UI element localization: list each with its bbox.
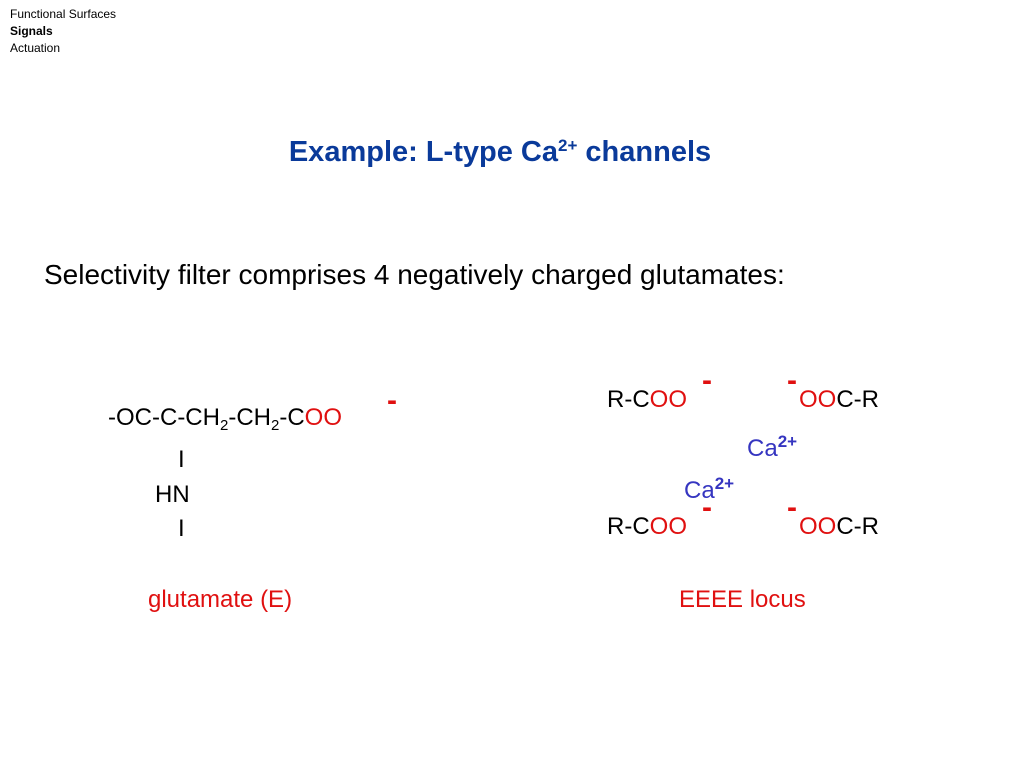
locus-label: EEEE locus — [679, 586, 806, 613]
glutamate-chain-end: -C — [279, 404, 305, 431]
locus-top-left-charge: - — [702, 364, 712, 397]
locus-top-right-suffix: C-R — [836, 386, 879, 413]
nav-item-actuation[interactable]: Actuation — [10, 41, 61, 55]
nav-item-signals[interactable]: Signals — [10, 24, 53, 38]
title-main: Example: L-type Ca — [288, 136, 558, 168]
locus-top-left-prefix: R-C — [607, 386, 650, 413]
glutamate-bond-top: I — [178, 446, 185, 473]
slide-title: Example: L-type Ca2+ channels — [0, 136, 1000, 169]
glutamate-sub1: 2 — [219, 417, 229, 434]
locus-ion2-symbol: Ca — [684, 477, 715, 504]
locus-calcium-ion-2: Ca2+ — [684, 470, 734, 505]
locus-bottom-left-oxygens: OO — [649, 513, 687, 540]
locus-top-right-oxygens: OO — [799, 386, 837, 413]
locus-calcium-ion-1: Ca2+ — [747, 428, 797, 463]
glutamate-chain: -OC-C-CH2-CH2-COO — [108, 404, 342, 440]
locus-top-right: OOC-R — [799, 386, 879, 414]
glutamate-chain-mid: -CH — [228, 404, 271, 431]
glutamate-amine: HN — [155, 481, 190, 508]
locus-bottom-right-suffix: C-R — [836, 513, 879, 540]
locus-ion2-charge: 2+ — [714, 474, 735, 493]
glutamate-bond-bottom: I — [178, 515, 185, 542]
title-rest: channels — [577, 136, 712, 168]
glutamate-charge: - — [387, 384, 397, 417]
glutamate-oxygens: OO — [304, 404, 342, 431]
glutamate-label: glutamate (E) — [148, 586, 293, 613]
locus-top-right-charge: - — [787, 364, 797, 397]
locus-bottom-right-charge: - — [787, 491, 797, 524]
locus-bottom-right-oxygens: OO — [799, 513, 837, 540]
locus-ion1-charge: 2+ — [777, 432, 798, 451]
locus-bottom-left-charge: - — [702, 491, 712, 524]
slide-subtitle: Selectivity filter comprises 4 negativel… — [44, 259, 785, 290]
locus-bottom-left-prefix: R-C — [607, 513, 650, 540]
locus-bottom-right: OOC-R — [799, 513, 879, 541]
locus-top-left-oxygens: OO — [649, 386, 687, 413]
locus-ion1-symbol: Ca — [747, 435, 778, 462]
glutamate-sub2: 2 — [270, 417, 280, 434]
title-superscript: 2+ — [557, 136, 578, 155]
nav-item-functional-surfaces[interactable]: Functional Surfaces — [10, 7, 117, 21]
locus-bottom-left: R-COO — [607, 513, 687, 541]
locus-top-left: R-COO — [607, 386, 687, 414]
glutamate-chain-prefix: -OC-C-CH — [108, 404, 220, 431]
